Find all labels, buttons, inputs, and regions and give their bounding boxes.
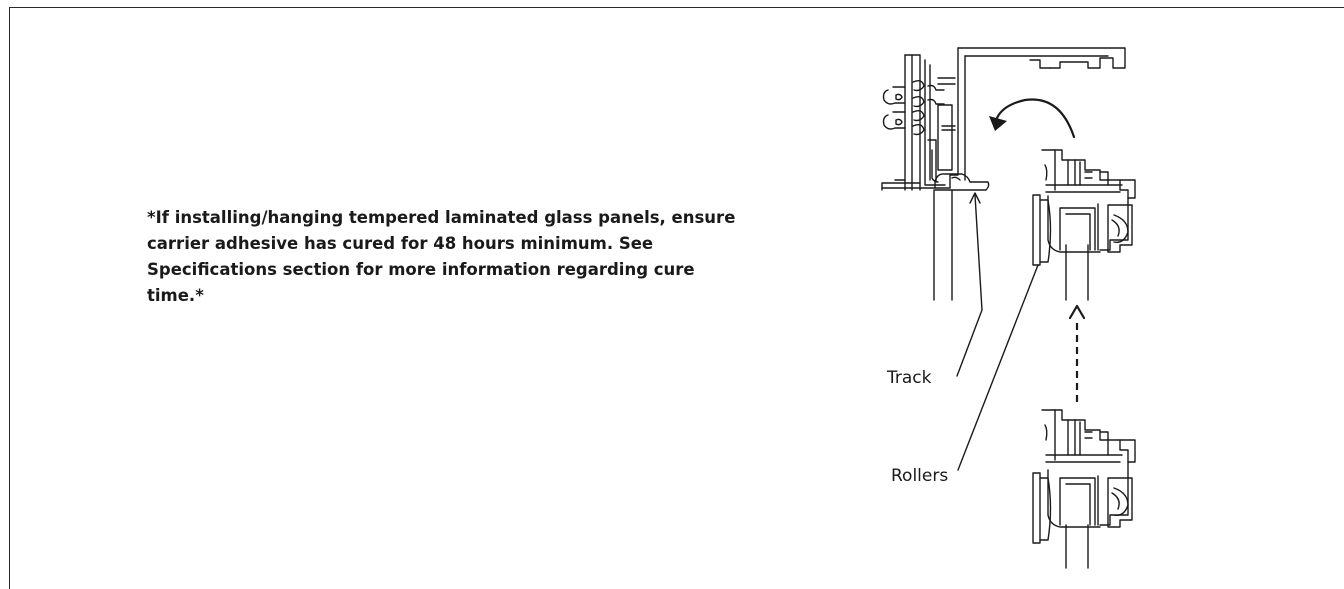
rollers-label: Rollers bbox=[891, 466, 949, 486]
page-frame bbox=[9, 7, 1344, 589]
curved-rotation-arrow-icon bbox=[989, 98, 1076, 139]
track-leader-line bbox=[956, 194, 983, 377]
rollers-leader-line bbox=[957, 264, 1039, 471]
dashed-up-arrow-icon bbox=[1068, 304, 1086, 402]
installation-note: *If installing/hanging tempered laminate… bbox=[147, 208, 736, 305]
lower-roller-carrier bbox=[1032, 409, 1136, 569]
track-assembly bbox=[881, 47, 1126, 301]
track-pointer-arrowhead bbox=[969, 192, 981, 204]
upper-roller-carrier bbox=[1032, 149, 1136, 301]
track-label: Track bbox=[887, 368, 932, 388]
